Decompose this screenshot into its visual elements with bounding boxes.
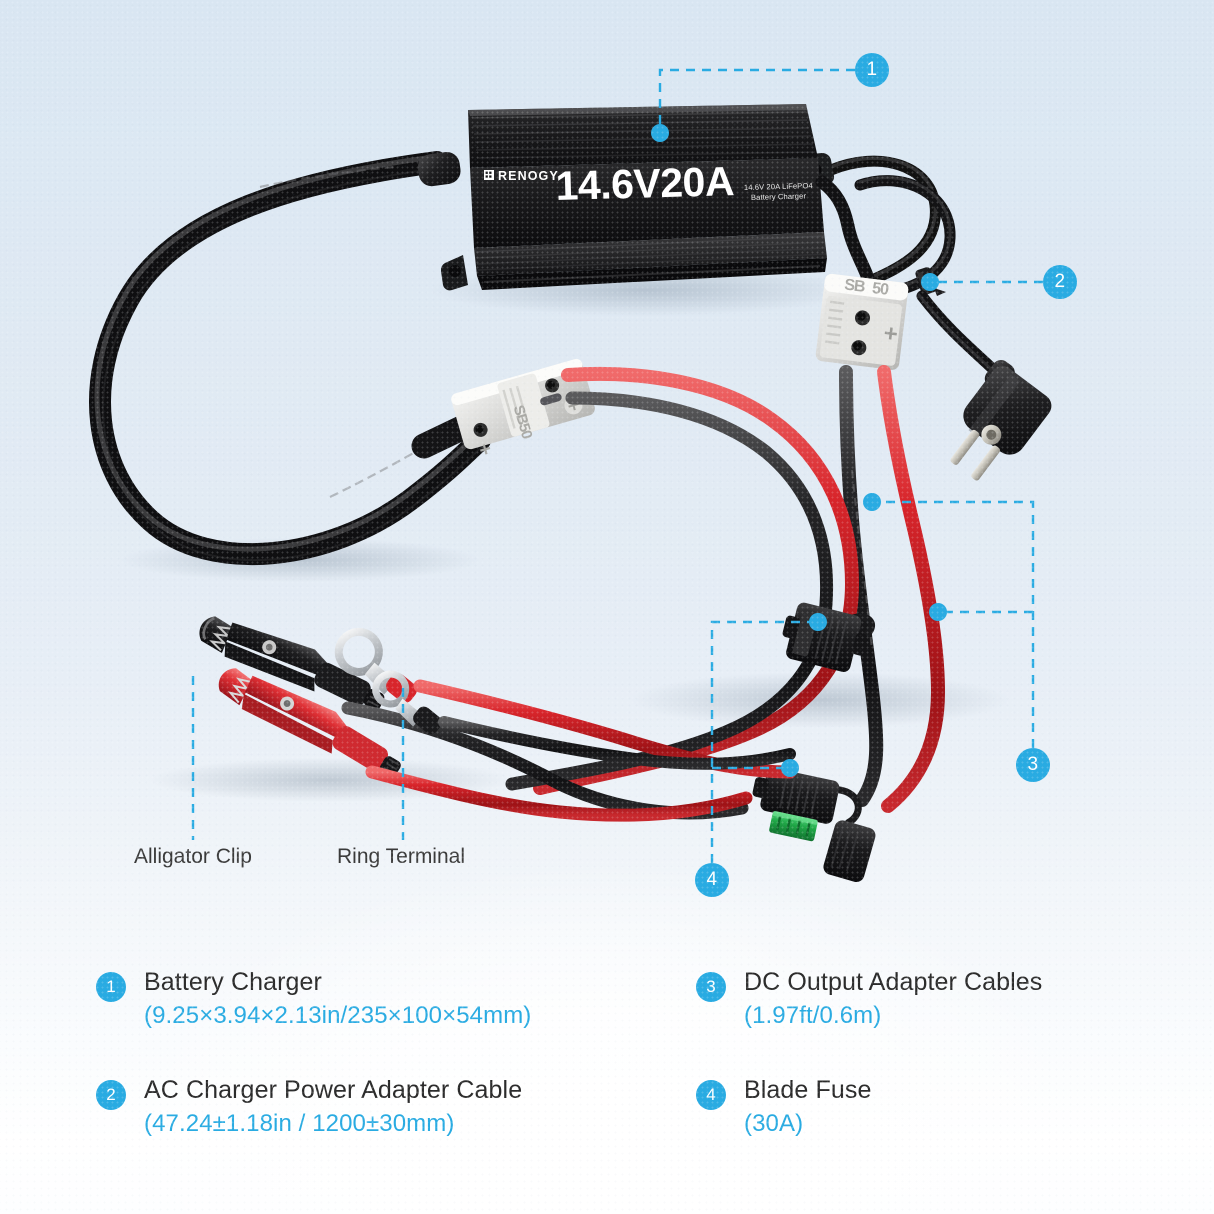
- leader-1: [658, 68, 855, 133]
- anchor-dot-4b: [781, 759, 799, 777]
- legend-item-4: 4 Blade Fuse (30A): [696, 1074, 1156, 1182]
- anderson-connector-right: SB 50: [815, 175, 946, 813]
- battery-charger-unit: RENOGY 14.6V20A 14.6V 20A LiFePO4 Batter…: [417, 104, 835, 291]
- callout-badge-2[interactable]: 2: [1043, 265, 1077, 299]
- legend-item-3: 3 DC Output Adapter Cables (1.97ft/0.6m): [696, 966, 1156, 1074]
- legend-title-3: DC Output Adapter Cables: [744, 968, 1043, 996]
- blade-fuse-holder-upper: [782, 602, 875, 672]
- legend-badge-2: 2: [96, 1079, 126, 1110]
- alligator-clip-black: [199, 616, 385, 710]
- anchor-dot-2: [921, 273, 939, 291]
- alligator-clip-red: [218, 668, 401, 778]
- legend-badge-1: 1: [96, 972, 126, 1002]
- svg-text:50: 50: [871, 280, 890, 299]
- anderson-connector-left: SB50: [451, 358, 860, 795]
- anchor-dot-1: [651, 124, 669, 142]
- legend-title-4: Blade Fuse: [744, 1075, 872, 1104]
- svg-text:14.6V 20A LiFePO4: 14.6V 20A LiFePO4: [744, 181, 813, 192]
- ring-terminal-black: [372, 670, 796, 770]
- callout-badge-3[interactable]: 3: [1016, 748, 1050, 782]
- leader-4a: [710, 620, 818, 863]
- legend: 1 Battery Charger (9.25×3.94×2.13in/235×…: [96, 966, 1156, 1181]
- legend-title-1: Battery Charger: [144, 968, 322, 996]
- svg-text:14.6V20A: 14.6V20A: [555, 158, 735, 209]
- svg-text:Battery Charger: Battery Charger: [751, 191, 807, 202]
- legend-sub-3: (1.97ft/0.6m): [744, 1002, 882, 1029]
- anchor-dot-3a: [863, 493, 881, 511]
- legend-sub-4: (30A): [744, 1109, 804, 1137]
- ac-plug: [950, 366, 1052, 481]
- ring-terminal-red: [334, 627, 797, 779]
- blade-fuse-holder-lower: [752, 767, 876, 882]
- anchor-dot-4a: [809, 613, 827, 631]
- part-label-alligator-clip: Alligator Clip: [134, 845, 252, 868]
- legend-item-1: 1 Battery Charger (9.25×3.94×2.13in/235×…: [96, 966, 696, 1074]
- leader-3a: [872, 500, 1035, 748]
- legend-sub-1: (9.25×3.94×2.13in/235×100×54mm): [144, 1002, 532, 1029]
- legend-badge-4: 4: [696, 1079, 726, 1110]
- legend-item-2: 2 AC Charger Power Adapter Cable (47.24±…: [96, 1074, 696, 1182]
- callout-leader-lines: [191, 68, 1043, 863]
- callout-anchor-dots: [651, 124, 947, 777]
- legend-sub-2: (47.24±1.18in / 1200±30mm): [144, 1109, 455, 1137]
- product-photo: RENOGY 14.6V20A 14.6V 20A LiFePO4 Batter…: [89, 53, 1077, 897]
- callout-badge-1[interactable]: 1: [855, 53, 889, 87]
- dc-main-loop-cable: [89, 151, 491, 566]
- part-label-ring-terminal: Ring Terminal: [337, 845, 465, 868]
- svg-text:RENOGY: RENOGY: [498, 169, 559, 183]
- legend-title-2: AC Charger Power Adapter Cable: [144, 1075, 523, 1104]
- renogy-logo: RENOGY: [484, 169, 559, 183]
- anchor-dot-3b: [929, 603, 947, 621]
- svg-text:SB: SB: [843, 277, 866, 296]
- legend-badge-3: 3: [696, 972, 726, 1002]
- svg-text:SB50: SB50: [510, 403, 536, 441]
- callout-badge-4[interactable]: 4: [695, 863, 729, 897]
- ac-power-adapter-cable: [825, 155, 1052, 481]
